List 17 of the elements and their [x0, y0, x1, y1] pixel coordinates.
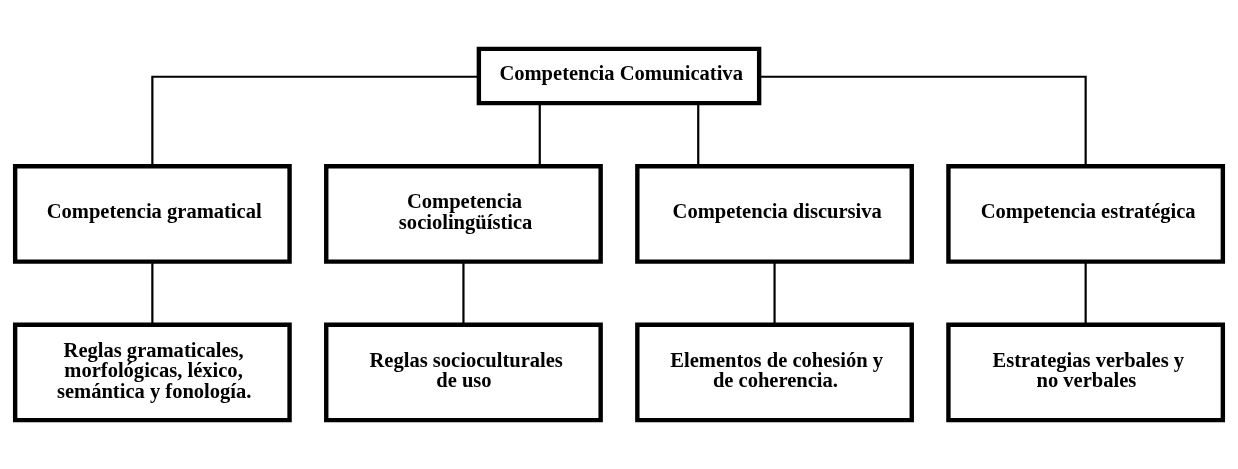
connector [759, 75, 1087, 166]
connector [1084, 261, 1087, 325]
connector [151, 75, 479, 166]
connector [462, 261, 465, 325]
node-box: Competencia gramatical [12, 164, 292, 264]
node-box: Competencia discursiva [635, 164, 914, 264]
node-box: Competencia estratégica [946, 164, 1226, 264]
node-box: Elementos de cohesión y de coherencia. [635, 322, 914, 423]
node-box: Competencia sociolingüística [324, 164, 603, 264]
connector [151, 261, 154, 325]
node-box: Competencia Comunicativa [476, 46, 762, 106]
connector [538, 103, 541, 167]
node-box: Estrategias verbales y no verbales [946, 322, 1226, 423]
connector [773, 261, 776, 325]
node-box: Reglas gramaticales, morfológicas, léxico, semántica y fonología. [12, 322, 292, 423]
node-box: Reglas socioculturales de uso [324, 322, 603, 423]
connector [697, 103, 700, 167]
